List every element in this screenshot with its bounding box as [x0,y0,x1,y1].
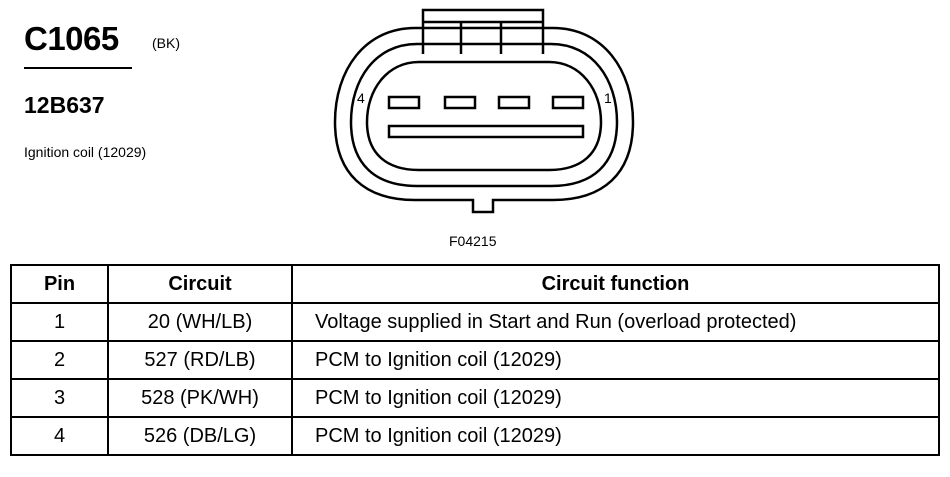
function-cell: PCM to Ignition coil (12029) [291,340,940,380]
circuit-cell: 527 (RD/LB) [107,340,293,380]
terminal-pin-2 [497,95,531,110]
table-row: 2 527 (RD/LB) PCM to Ignition coil (1202… [10,340,940,380]
connector-color: (BK) [152,35,180,51]
circuit-cell: 526 (DB/LG) [107,416,293,456]
pin-cell: 4 [10,416,109,456]
header-circuit-function: Circuit function [291,264,940,304]
connector-outer-shell [333,26,635,214]
table-row: 3 528 (PK/WH) PCM to Ignition coil (1202… [10,378,940,418]
table-header-row: Pin Circuit Circuit function [10,264,940,304]
connector-inner-cavity [365,60,603,172]
header-circuit: Circuit [107,264,293,304]
component-name: Ignition coil (12029) [24,144,147,160]
pin-cell: 3 [10,378,109,418]
function-cell: Voltage supplied in Start and Run (overl… [291,302,940,342]
pin-cell: 1 [10,302,109,342]
circuit-cell: 528 (PK/WH) [107,378,293,418]
terminal-pin-3 [443,95,477,110]
circuit-cell: 20 (WH/LB) [107,302,293,342]
pin-label-4: 4 [357,90,365,106]
connector-id-underline [24,67,132,69]
function-cell: PCM to Ignition coil (12029) [291,378,940,418]
header-pin: Pin [10,264,109,304]
pin-label-1: 1 [604,90,612,106]
connector-middle-shell [349,42,619,188]
locking-tab [421,8,545,54]
part-number: 12B637 [24,92,105,118]
pin-cell: 2 [10,340,109,380]
table-row: 1 20 (WH/LB) Voltage supplied in Start a… [10,302,940,342]
connector-face-diagram: 4 1 [333,8,635,214]
connector-id: C1065 [24,20,119,57]
pin-table: Pin Circuit Circuit function 1 20 (WH/LB… [10,264,940,456]
figure-code: F04215 [449,233,497,249]
keying-bar [387,124,585,139]
function-cell: PCM to Ignition coil (12029) [291,416,940,456]
table-row: 4 526 (DB/LG) PCM to Ignition coil (1202… [10,416,940,456]
terminal-pin-1 [551,95,585,110]
terminal-pin-4 [387,95,421,110]
